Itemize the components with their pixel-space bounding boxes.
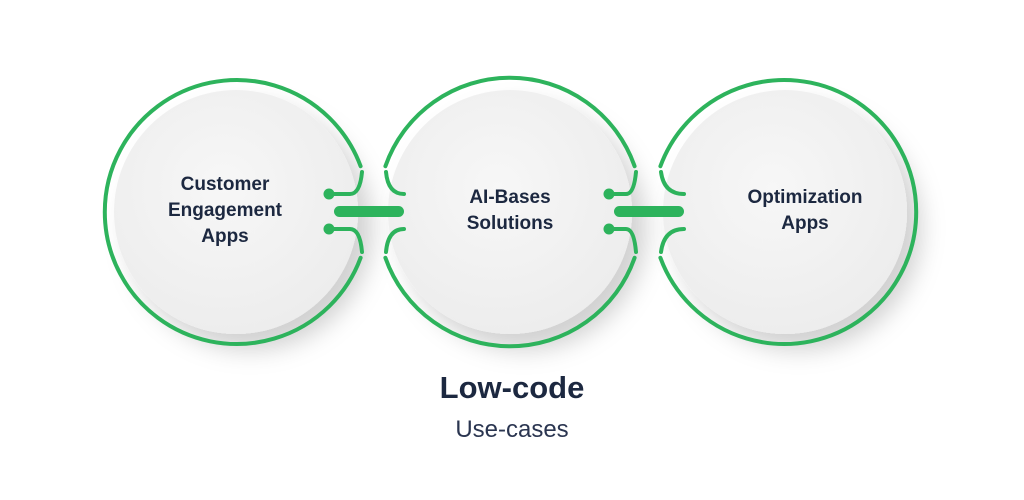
connector-2-top-lead <box>607 170 638 196</box>
node-3-label-line-1: Optimization <box>747 187 863 208</box>
connector-2-right-lead-top <box>659 170 686 196</box>
connector-1-right-lead-bottom <box>384 227 406 254</box>
connector-1-bottom-lead <box>327 227 364 254</box>
node-1-ring <box>102 78 363 346</box>
node-2-ring-lower <box>383 255 637 349</box>
node-3-ring <box>658 78 919 346</box>
node-3-disc <box>663 90 907 334</box>
node-optimization-apps <box>658 78 919 346</box>
node-3-label-line-2: Apps <box>781 213 829 234</box>
node-1-label-line-3: Apps <box>201 226 249 247</box>
node-2-ring <box>383 75 637 169</box>
node-2-disc <box>388 90 632 334</box>
connector-2-bottom-dot <box>603 223 615 235</box>
connector-2-bar <box>614 206 684 217</box>
connector-2-top-dot <box>603 188 615 200</box>
node-1-label-line-2: Engagement <box>167 200 283 221</box>
connector-2-right-lead-bottom <box>659 227 686 254</box>
connector-2-bottom-lead <box>607 227 638 254</box>
node-3-label: Optimization Apps <box>705 185 905 237</box>
node-1-disc <box>114 90 358 334</box>
connector-2-3 <box>603 170 686 254</box>
node-2-label-line-2: Solutions <box>466 213 554 234</box>
node-1-label-line-1: Customer <box>180 174 270 195</box>
connector-1-bottom-dot <box>323 223 335 235</box>
connector-1-right-lead-top <box>384 170 406 196</box>
connector-1-top-lead <box>327 170 364 196</box>
node-1-label: Customer Engagement Apps <box>125 172 325 250</box>
connector-1-bar <box>334 206 404 217</box>
node-customer-engagement <box>102 78 363 346</box>
connector-1-2 <box>323 170 406 254</box>
diagram-subtitle: Use-cases <box>455 416 569 443</box>
diagram-title: Low-code <box>439 370 585 405</box>
node-2-label-line-1: AI-Bases <box>469 187 551 208</box>
node-2-label: AI-Bases Solutions <box>410 185 610 237</box>
connector-1-top-dot <box>323 188 335 200</box>
node-ai-bases-solutions <box>383 75 637 349</box>
